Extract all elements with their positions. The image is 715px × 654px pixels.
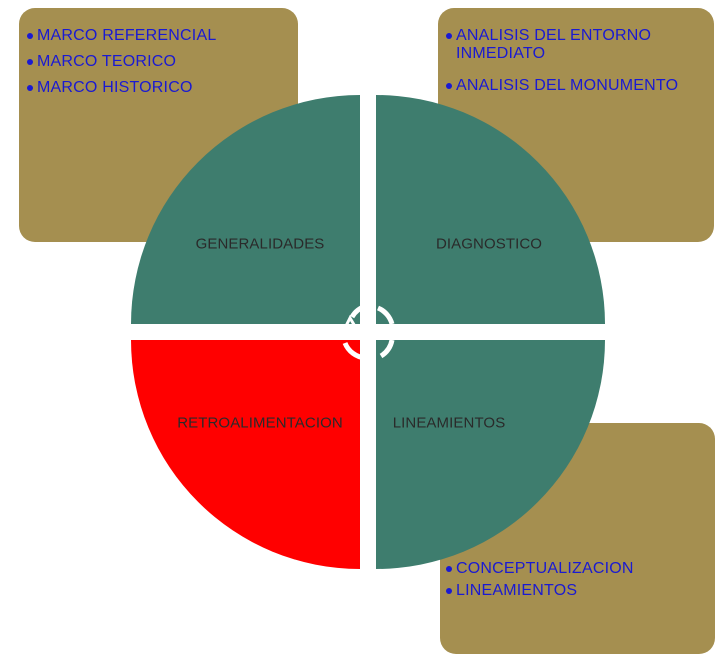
- quadrant-top-right: [376, 95, 605, 324]
- cycle-arrows-icon: [342, 303, 395, 361]
- bullet-dot-icon: [446, 83, 452, 89]
- quadrant-top-left: [131, 95, 360, 324]
- bullet-dot-icon: [446, 33, 452, 39]
- list-item: CONCEPTUALIZACION: [446, 560, 708, 578]
- list-item: ANALISIS DEL MONUMENTO: [446, 77, 708, 95]
- list-item: MARCO HISTORICO: [27, 79, 287, 97]
- list-item-text: CONCEPTUALIZACION: [456, 560, 634, 577]
- list-item-text: ANALISIS DEL ENTORNO INMEDIATO: [456, 27, 652, 62]
- bullet-dot-icon: [27, 85, 33, 91]
- list-item-text: MARCO REFERENCIAL: [37, 27, 217, 44]
- quadrant-label-retroalimentacion: RETROALIMENTACION: [177, 414, 343, 432]
- bullet-list-bottom-right: CONCEPTUALIZACION LINEAMIENTOS: [446, 560, 708, 608]
- list-item-text: ANALISIS DEL MONUMENTO: [456, 77, 679, 94]
- bullet-dot-icon: [27, 33, 33, 39]
- quadrant-label-diagnostico: DIAGNOSTICO: [435, 235, 543, 253]
- bullet-dot-icon: [446, 588, 452, 594]
- list-item: MARCO TEORICO: [27, 53, 287, 71]
- list-item: MARCO REFERENCIAL: [27, 27, 287, 45]
- quadrant-label-generalidades: GENERALIDADES: [195, 235, 325, 253]
- quadrant-bottom-right: [376, 340, 605, 569]
- bullet-dot-icon: [446, 566, 452, 572]
- list-item-text: LINEAMIENTOS: [456, 582, 578, 599]
- list-item: ANALISIS DEL ENTORNO INMEDIATO: [446, 27, 708, 63]
- bullet-list-top-left: MARCO REFERENCIAL MARCO TEORICO MARCO HI…: [27, 27, 287, 105]
- quadrant-bottom-left: [131, 340, 360, 569]
- list-item-text: MARCO TEORICO: [37, 53, 177, 70]
- bullet-list-top-right: ANALISIS DEL ENTORNO INMEDIATO ANALISIS …: [446, 27, 708, 103]
- bullet-dot-icon: [27, 59, 33, 65]
- quadrant-label-lineamientos: LINEAMIENTOS: [392, 414, 506, 432]
- list-item: LINEAMIENTOS: [446, 582, 708, 600]
- list-item-text: MARCO HISTORICO: [37, 79, 193, 96]
